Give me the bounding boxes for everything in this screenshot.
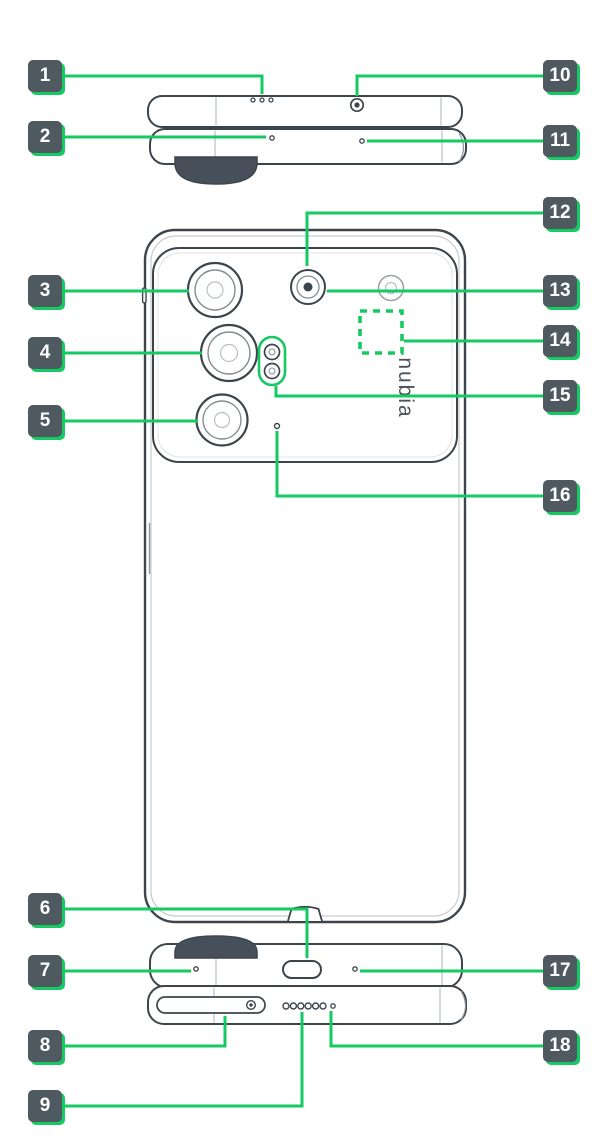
- callout-15-number: 15: [549, 385, 571, 406]
- line-16: [275, 431, 543, 498]
- top-camera: [349, 97, 365, 113]
- callout-4-number: 4: [39, 342, 51, 363]
- mic-hole-bottom-right: [352, 966, 358, 972]
- callout-15: 15: [543, 380, 577, 412]
- line-6: [62, 907, 309, 958]
- callout-1: 1: [28, 60, 62, 92]
- callout-5: 5: [28, 405, 62, 437]
- nfc-mark: [358, 309, 404, 355]
- callout-9-number: 9: [39, 1095, 51, 1116]
- callout-8-number: 8: [39, 1035, 51, 1056]
- top-edge-view: [147, 95, 467, 185]
- back-view: nubia: [141, 228, 467, 924]
- callout-18: 18: [543, 1030, 577, 1062]
- sensor-ring: [377, 274, 405, 302]
- callout-3: 3: [28, 275, 62, 307]
- callout-2: 2: [28, 121, 62, 153]
- sim-tray: [156, 996, 266, 1014]
- callout-3-number: 3: [39, 280, 51, 301]
- callout-10: 10: [543, 60, 577, 92]
- line-9: [62, 1012, 304, 1108]
- callout-5-number: 5: [39, 410, 51, 431]
- line-15: [274, 386, 543, 398]
- line-18: [329, 1011, 543, 1048]
- usb-c-port: [282, 960, 322, 979]
- callout-17-number: 17: [549, 960, 571, 981]
- line-12: [305, 211, 543, 266]
- hinge-cover-bottom: [174, 935, 258, 959]
- callout-1-number: 1: [39, 65, 51, 86]
- callout-11-number: 11: [549, 130, 571, 151]
- flash-highlight: [257, 335, 287, 387]
- mic-hole-18: [330, 1003, 336, 1009]
- callout-17: 17: [543, 955, 577, 987]
- callout-2-number: 2: [39, 126, 51, 147]
- top-hole-11: [359, 138, 365, 144]
- callout-14-number: 14: [549, 330, 571, 351]
- callout-14: 14: [543, 325, 577, 357]
- callout-7: 7: [28, 955, 62, 987]
- top-hole-2: [269, 135, 275, 141]
- rear-mic-hole: [273, 422, 281, 430]
- line-8: [62, 1016, 227, 1048]
- flash-leds: [263, 343, 281, 380]
- callout-7-number: 7: [39, 960, 51, 981]
- camera-panel: [152, 247, 458, 463]
- callout-13-number: 13: [549, 280, 571, 301]
- callout-16-number: 16: [549, 485, 571, 506]
- callout-12: 12: [543, 197, 577, 229]
- brand-logo: nubia: [394, 357, 417, 418]
- callout-11: 11: [543, 125, 577, 157]
- bottom-edge-view: [147, 935, 467, 1025]
- callout-10-number: 10: [549, 65, 571, 86]
- callout-12-number: 12: [549, 202, 571, 223]
- callout-9: 9: [28, 1090, 62, 1122]
- callout-4: 4: [28, 337, 62, 369]
- hinge-cover-top: [174, 156, 258, 185]
- line-10: [355, 74, 543, 96]
- speaker-holes: [282, 1002, 327, 1010]
- line-1: [62, 74, 264, 94]
- mic-hole-bottom-left: [193, 966, 199, 972]
- callout-6: 6: [28, 893, 62, 925]
- callout-13: 13: [543, 275, 577, 307]
- callout-16: 16: [543, 480, 577, 512]
- callout-8: 8: [28, 1030, 62, 1062]
- callout-lines: [62, 74, 543, 1108]
- callout-6-number: 6: [39, 898, 51, 919]
- callout-18-number: 18: [549, 1035, 571, 1056]
- small-camera-lens: [290, 269, 326, 305]
- top-mic-holes: [250, 97, 274, 103]
